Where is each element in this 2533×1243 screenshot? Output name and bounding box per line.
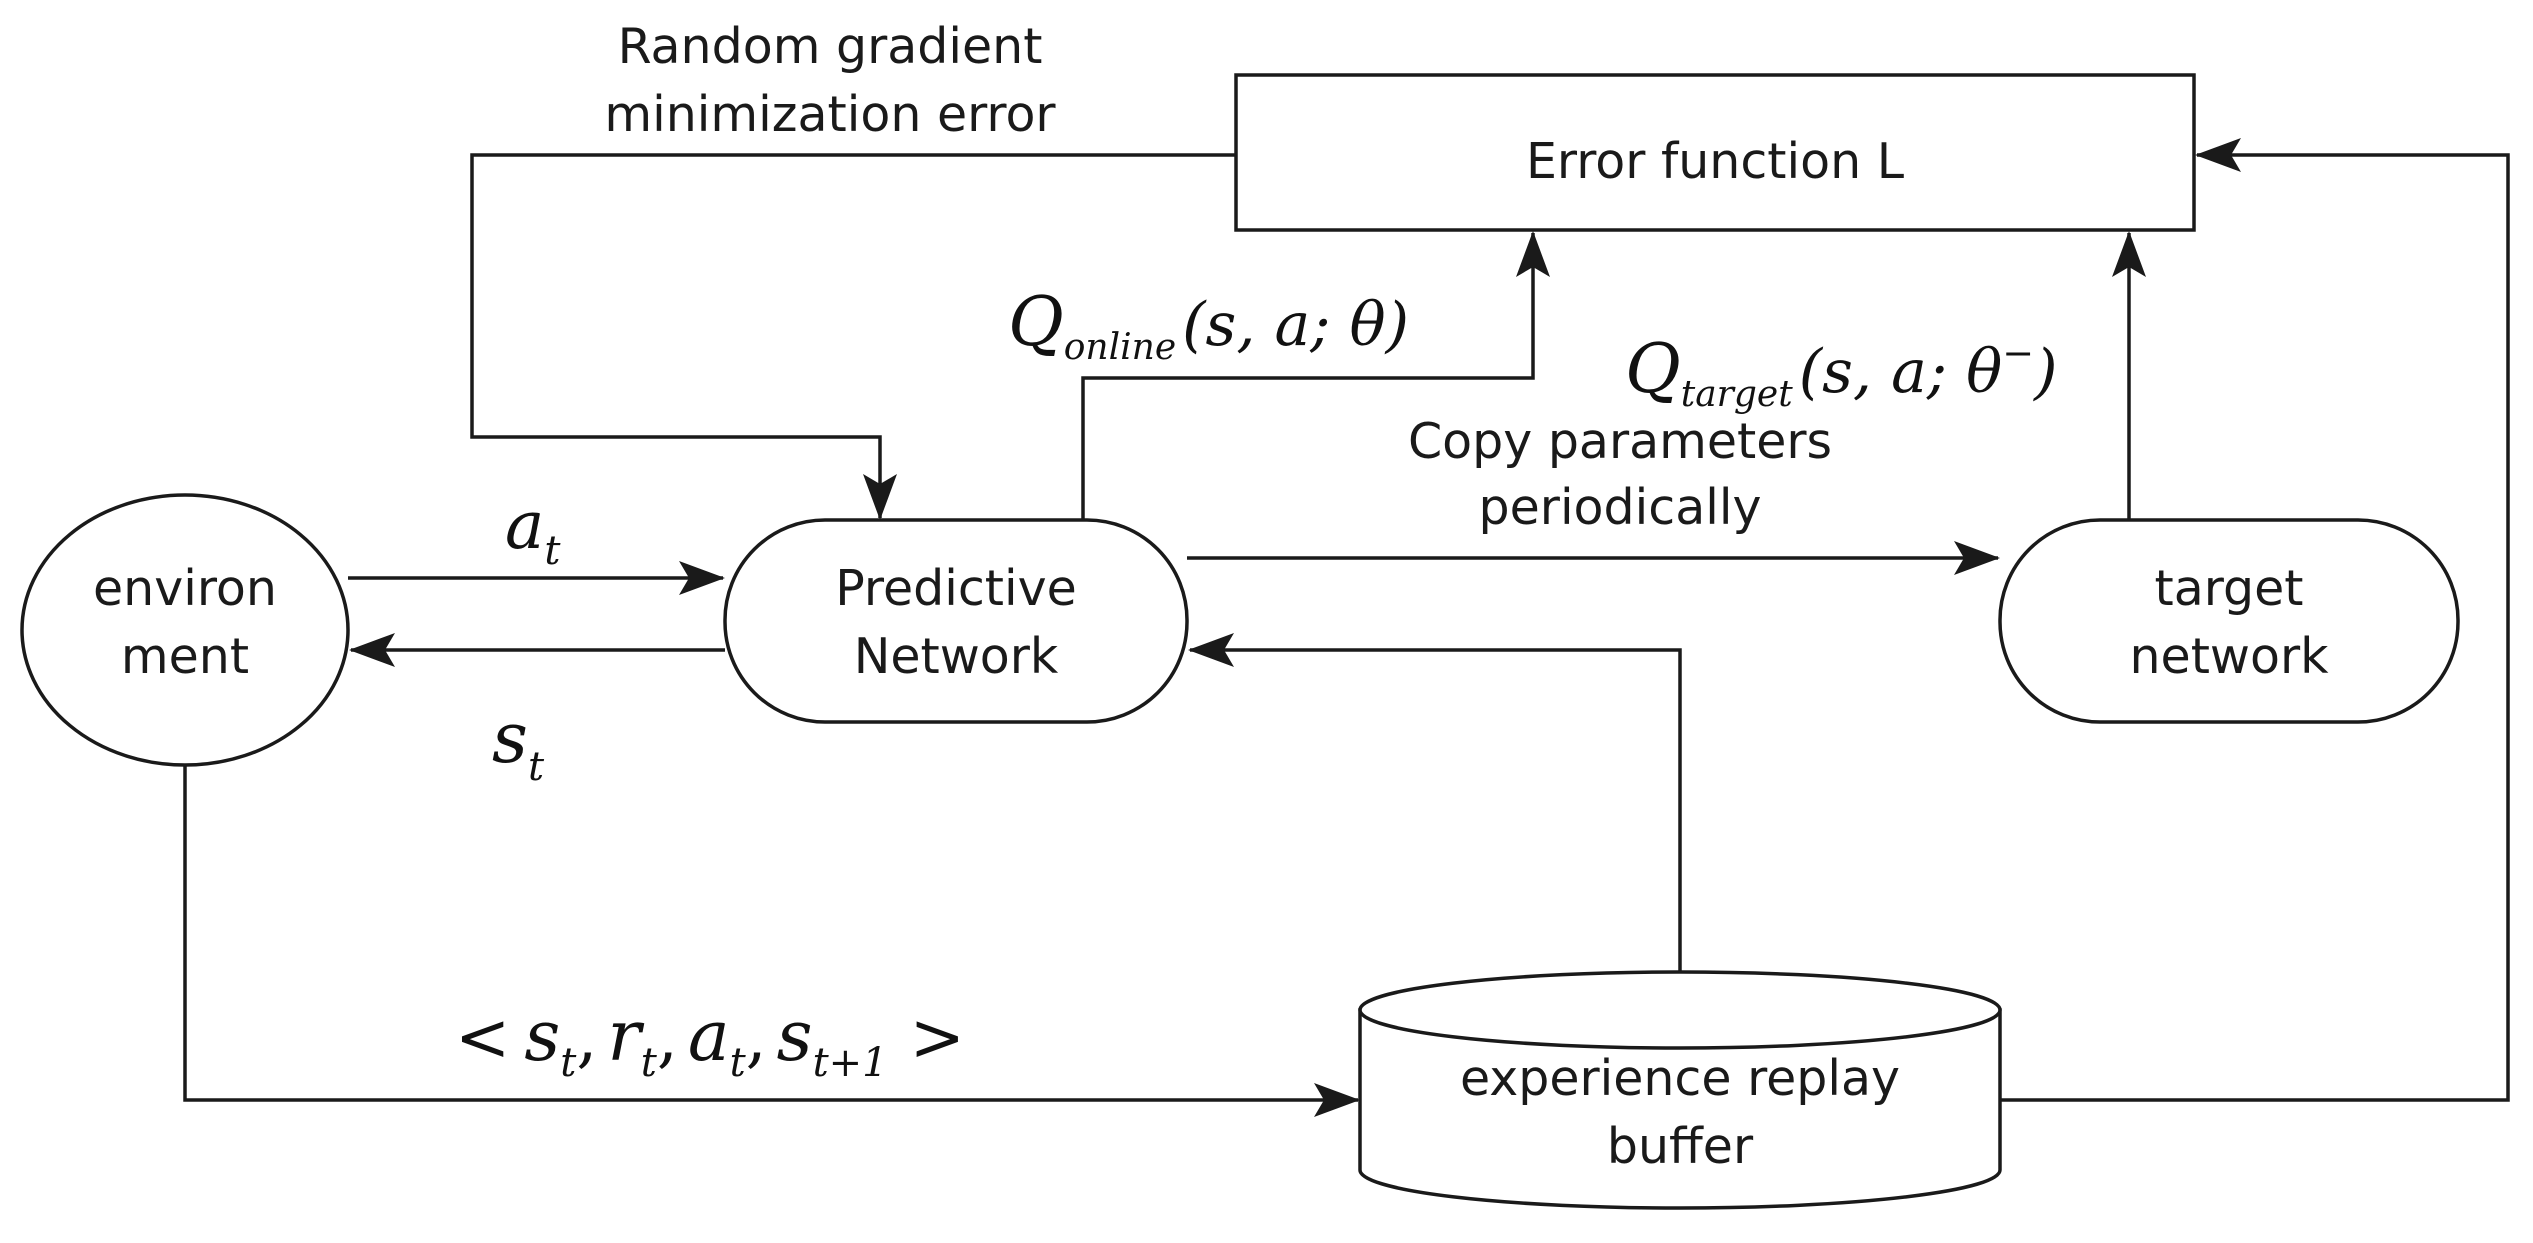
transition-s2-sub: t+1 — [813, 1040, 888, 1086]
transition-arrow — [183, 765, 1360, 1117]
q-target-sup: − — [2002, 331, 2034, 375]
transition-r-sub: t — [641, 1040, 658, 1086]
q-online-arrow — [1081, 231, 1550, 520]
transition-sep-3: , — [746, 999, 767, 1076]
q-target-sub: target — [1681, 374, 1793, 415]
connectors — [183, 138, 2510, 1117]
copy-caption: Copy parameters periodically — [1408, 413, 1832, 536]
transition-sep-2: , — [657, 999, 678, 1076]
q-target-q: Q — [1625, 330, 1681, 409]
state-base: s — [492, 697, 528, 779]
transition-close: > — [910, 999, 965, 1076]
replay-buffer-cylinder — [1358, 1008, 2002, 1210]
replay-buffer-label-1: experience replay — [1460, 1050, 1900, 1107]
gradient-caption-line-1: Random gradient — [618, 18, 1043, 75]
transition-label: <st,rt,at,st+1> — [455, 995, 965, 1086]
copy-caption-line-2: periodically — [1479, 479, 1762, 536]
action-sub: t — [544, 528, 561, 574]
action-label: at — [505, 487, 561, 574]
environment-label-2: ment — [121, 628, 249, 685]
q-target-label: Qtarget(s, a; θ−) — [1625, 330, 2058, 415]
environment-node: environ ment — [20, 493, 350, 767]
replay-buffer-label-2: buffer — [1607, 1118, 1754, 1175]
action-base: a — [505, 487, 544, 564]
q-target-args: (s, a; θ — [1799, 337, 2003, 407]
predictive-network-label-2: Network — [854, 628, 1059, 685]
q-target-close: ) — [2032, 337, 2057, 407]
copy-caption-line-1: Copy parameters — [1408, 413, 1832, 470]
error-function-node: Error function L — [1234, 73, 2196, 232]
state-label: st — [492, 697, 545, 790]
q-online-sub: online — [1064, 327, 1176, 368]
replay-sample-arrow — [1188, 633, 1682, 972]
transition-s: s — [524, 995, 560, 1077]
error-function-box — [1234, 73, 2196, 232]
target-network-label-1: target — [2155, 560, 2304, 617]
predictive-network-node: Predictive Network — [723, 518, 1189, 724]
replay-buffer-top — [1358, 970, 2002, 1050]
transition-r: r — [607, 995, 644, 1077]
target-network-node: target network — [1998, 518, 2460, 724]
transition-s-sub: t — [560, 1040, 577, 1086]
gradient-feedback-arrow — [470, 153, 1236, 520]
buffer-to-error-arrow — [2000, 138, 2510, 1102]
transition-s2: s — [777, 995, 813, 1077]
transition-sep-1: , — [576, 999, 597, 1076]
q-online-label: Qonline(s, a; θ) — [1008, 283, 1409, 368]
gradient-caption: Random gradient minimization error — [604, 18, 1056, 143]
transition-open: < — [455, 999, 510, 1076]
state-sub: t — [528, 744, 545, 790]
transition-a-sub: t — [730, 1040, 747, 1086]
predictive-network-label-1: Predictive — [835, 560, 1077, 617]
transition-a: a — [688, 995, 730, 1077]
error-function-label: Error function L — [1526, 133, 1905, 190]
predictive-network-box — [723, 518, 1189, 724]
environment-label-1: environ — [93, 560, 277, 617]
replay-buffer-node: experience replay buffer — [1358, 970, 2002, 1210]
q-online-q: Q — [1008, 283, 1064, 362]
target-network-label-2: network — [2130, 628, 2330, 685]
target-network-box — [1998, 518, 2460, 724]
gradient-caption-line-2: minimization error — [604, 86, 1056, 143]
q-online-args: (s, a; θ) — [1182, 290, 1409, 360]
